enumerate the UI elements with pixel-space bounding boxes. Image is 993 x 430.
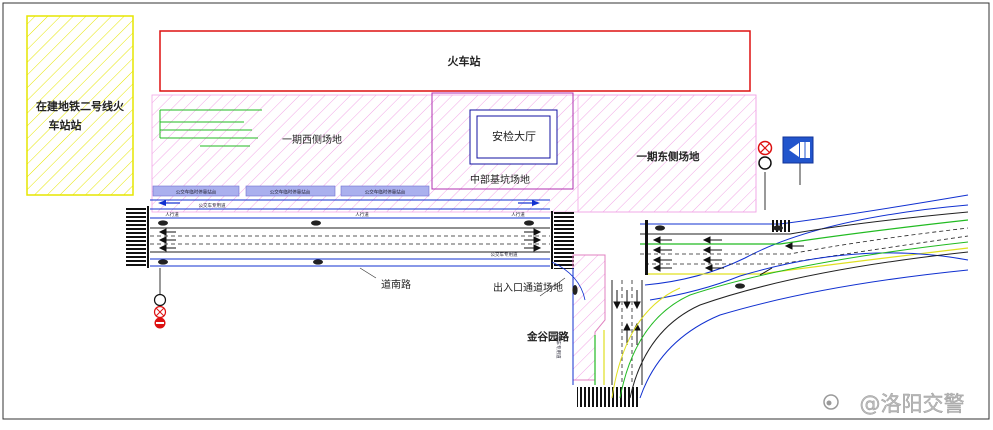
sidewalk-label-mid: 人行道: [355, 211, 369, 218]
bus-stop-label-1: 公交车临时停靠站台: [176, 189, 217, 196]
bus-stop-label-3: 公交车临时停靠站台: [365, 189, 406, 196]
bus-lane-label-top: 公交车专用道: [199, 202, 226, 209]
daonan-leader: [359, 267, 377, 279]
railway-station: 火车站: [159, 30, 751, 92]
crosswalk-south: [577, 387, 639, 407]
daonan-road-label: 道南路: [381, 278, 411, 291]
bus-lane-vertical-label: 公交车专用道: [555, 332, 562, 359]
east-road-arrows: [652, 236, 804, 276]
east-curved-road: [611, 194, 969, 399]
daonan-road: 公交车专用道 人行道 人行道 人行道 公交车专用道: [150, 199, 550, 267]
crosswalk-east: [554, 211, 574, 269]
sidewalk-label-left: 人行道: [165, 211, 179, 218]
west-signs: [153, 268, 167, 329]
stop-line-east-road: [645, 220, 648, 275]
watermark-text: @洛阳交警: [860, 392, 965, 416]
security-hall-label: 安检大厅: [492, 129, 536, 143]
west-site-green-marks: [159, 109, 262, 147]
bus-stop-platforms: 公交车临时停靠站台 公交车临时停靠站台 公交车临时停靠站台: [152, 185, 430, 197]
access-road-label: 出入口通道场地: [493, 281, 563, 294]
east-signs: [757, 136, 814, 210]
watermark: @洛阳交警: [823, 392, 965, 416]
outer-frame: [2, 2, 990, 420]
metro-station-label-1: 在建地铁二号线火: [36, 99, 125, 113]
bus-stop-label-2: 公交车临时停靠站台: [270, 189, 311, 196]
pit-site: 安检大厅 中部基坑场地: [431, 92, 574, 190]
east-site-label: 一期东侧场地: [637, 150, 700, 163]
crosswalk-west: [126, 206, 146, 268]
access-road-area: 出入口通道场地: [493, 254, 606, 381]
west-site-label: 一期西侧场地: [282, 133, 342, 146]
jingu-road-label: 金谷园路: [526, 330, 569, 343]
metro-station-area: 在建地铁二号线火 车站站: [26, 15, 134, 196]
sidewalk-label-right: 人行道: [511, 211, 525, 218]
railway-station-label: 火车站: [448, 54, 481, 68]
east-site: 一期东侧场地: [577, 94, 757, 213]
metro-station-label-2: 车站站: [49, 118, 82, 132]
weibo-icon: [823, 394, 839, 410]
pit-site-label: 中部基坑场地: [470, 173, 530, 186]
bus-lane-label-bottom: 公交车专用道: [491, 251, 518, 258]
east-road-cars: [655, 225, 783, 289]
